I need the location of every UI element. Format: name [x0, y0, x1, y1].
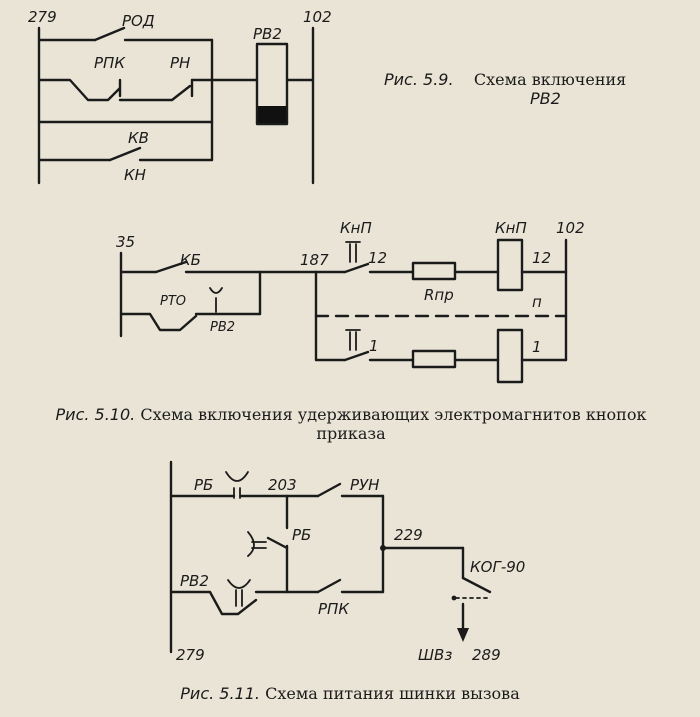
- label-run: РУН: [350, 476, 379, 494]
- fig-5-9-caption-text2: РВ2: [530, 89, 561, 108]
- label-kb: КБ: [180, 251, 201, 269]
- arrow-289: [457, 628, 469, 642]
- label-12-coil: 12: [532, 249, 551, 267]
- label-1-button: 1: [369, 337, 379, 355]
- resistor-1: [411, 349, 457, 369]
- label-knp-coil: КнП: [495, 219, 527, 237]
- label-rv2: РВ2: [253, 25, 282, 43]
- contact-rod: [93, 26, 126, 42]
- contact-rb1: [225, 471, 249, 499]
- contact-rn: [118, 84, 192, 102]
- label-187: 187: [300, 251, 329, 269]
- fig-5-9-caption-number: Рис. 5.9.: [384, 70, 454, 89]
- coil-rv2: [255, 42, 289, 126]
- label-12-button: 12: [368, 249, 387, 267]
- label-kn: КН: [124, 166, 146, 184]
- fig-5-9-caption: Рис. 5.9. Схема включения РВ2: [384, 70, 684, 108]
- label-rpk: РПК: [94, 54, 126, 72]
- fig-5-11-caption: Рис. 5.11. Схема питания шинки вызова: [0, 684, 700, 703]
- label-279-b: 279: [176, 646, 205, 664]
- button-1: [343, 350, 370, 362]
- label-1-coil: 1: [532, 338, 542, 356]
- fig-5-10-diagram: 35 КБ 187 КнП 12 КнП 102 12 Rпр п РТО РВ…: [116, 219, 585, 384]
- contact-kog-90: [461, 576, 492, 594]
- label-229: 229: [394, 526, 423, 544]
- label-rto: РТО: [160, 294, 186, 309]
- label-35: 35: [116, 233, 135, 251]
- coil-rv2-fill: [258, 106, 286, 123]
- label-rv2-c: РВ2: [180, 572, 209, 590]
- contact-rv2: [169, 590, 258, 616]
- coil-1: [496, 328, 524, 384]
- fig-5-11-caption-number: Рис. 5.11.: [180, 684, 260, 703]
- fig-5-10-caption-text: Схема включения удерживающих электромагн…: [140, 405, 647, 424]
- label-rb1: РБ: [194, 476, 213, 494]
- label-rn: РН: [170, 54, 190, 72]
- label-kv: КВ: [128, 129, 149, 147]
- button-knp-12: [343, 262, 370, 274]
- fig-5-11-diagram: РБ 203 РУН РБ 229 КОГ-90 РВ2 РПК 279 ШВз…: [169, 460, 525, 664]
- fig-5-10-caption: Рис. 5.10. Схема включения удерживающих …: [8, 405, 694, 443]
- label-shvz: ШВз: [418, 646, 452, 664]
- contact-rb2: [266, 536, 289, 550]
- label-rv2-b: РВ2: [210, 320, 235, 335]
- label-rpr: Rпр: [424, 286, 454, 304]
- label-279: 279: [28, 8, 57, 26]
- label-102: 102: [303, 8, 332, 26]
- contact-rpk: [37, 78, 122, 102]
- label-102-b: 102: [556, 219, 585, 237]
- label-rod: РОД: [122, 12, 155, 30]
- contact-rv2-symbol: [209, 287, 223, 313]
- contact-kv: [108, 146, 142, 162]
- label-289: 289: [472, 646, 501, 664]
- label-rb2: РБ: [292, 526, 311, 544]
- fig-5-9-caption-text: Схема включения: [473, 70, 627, 89]
- contact-rto: [119, 312, 198, 332]
- resistor-rpr: [411, 261, 457, 281]
- coil-knp-12: [496, 238, 524, 292]
- contact-run: [316, 482, 342, 498]
- fig-5-9-diagram: 279 102 РОД РПК РН РВ2 КВ КН: [28, 8, 332, 185]
- label-kog-90: КОГ-90: [470, 558, 525, 576]
- fig-5-10-caption-text2: приказа: [316, 424, 386, 443]
- contact-rpk-b: [316, 578, 342, 594]
- label-203: 203: [268, 476, 297, 494]
- label-rpk-b: РПК: [318, 600, 350, 618]
- fig-5-11-caption-text: Схема питания шинки вызова: [265, 684, 520, 703]
- label-n: п: [532, 293, 542, 311]
- fig-5-10-caption-number: Рис. 5.10.: [55, 405, 136, 424]
- contact-kb: [154, 260, 188, 274]
- label-knp-button: КнП: [340, 219, 372, 237]
